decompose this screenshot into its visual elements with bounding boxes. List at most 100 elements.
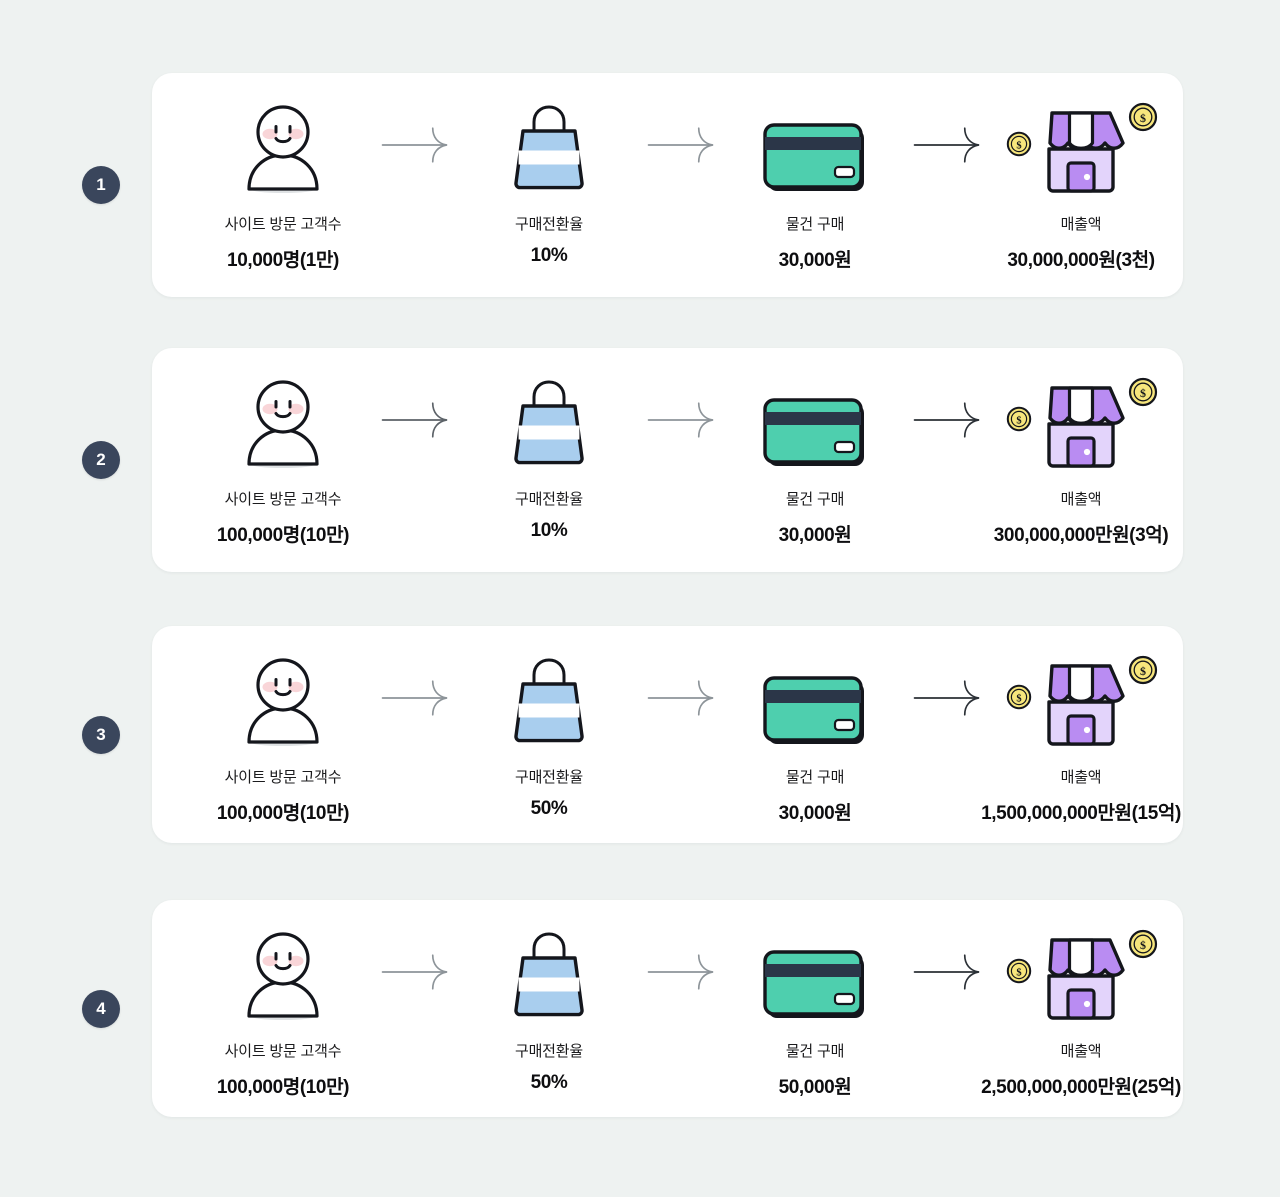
stage-value: 10% [530,245,568,266]
stage-value: 50% [530,798,568,819]
svg-text:$: $ [1016,140,1021,151]
stage-revenue: $ $ [981,922,1181,1099]
stage-label: 매출액 [1060,769,1102,786]
arrow-right-icon [913,370,983,470]
scenario-row: 3 사이트 방문 고객수 [0,626,1280,843]
svg-text:$: $ [1016,415,1021,426]
arrow-right-icon [647,95,717,195]
stage-value: 30,000원 [778,250,852,271]
person-icon [243,922,323,1022]
stage-label: 구매전환율 [514,1043,583,1060]
stage-label: 구매전환율 [514,769,583,786]
stage-label: 매출액 [1060,1043,1102,1060]
shopping-bag-icon [506,370,592,470]
storefront-icon-group: $ $ [1001,648,1161,748]
coin-icon: $ [1128,377,1158,407]
credit-card-icon [761,370,869,470]
step-badge-1: 1 [82,166,120,204]
stage-label: 물건 구매 [785,216,845,233]
coin-icon: $ [1128,929,1158,959]
stage-value: 30,000원 [778,525,852,546]
stage-track: 사이트 방문 고객수 10,000명(1만) [152,73,1183,272]
step-badge-3: 3 [82,715,120,754]
coin-icon: $ [1128,102,1158,132]
stage-label: 사이트 방문 고객수 [224,769,342,786]
stage-value: 50,000원 [778,1077,852,1098]
credit-card-icon [761,922,869,1022]
arrow-right-icon [647,370,717,470]
storefront-icon-group: $ $ [1001,370,1161,470]
stage-label: 구매전환율 [514,216,583,233]
coin-icon: $ [1006,406,1032,432]
svg-text:$: $ [1140,386,1146,400]
stage-revenue: $ $ [983,95,1179,272]
svg-text:$: $ [1140,111,1146,125]
shopping-bag-icon [506,648,592,748]
credit-card-icon [761,648,869,748]
stage-value: 50% [530,1072,568,1093]
stage-revenue: $ $ [981,648,1181,825]
stage-conversion: 구매전환율 10% [451,95,647,267]
shopping-bag-icon [506,95,592,195]
stage-label: 매출액 [1060,216,1102,233]
stage-purchase: 물건 구매 30,000원 [717,95,913,272]
step-badge-4: 4 [82,989,120,1028]
stage-value: 30,000,000원(3천) [1007,250,1155,271]
stage-purchase: 물건 구매 30,000원 [717,370,913,547]
person-icon [243,648,323,748]
stage-label: 구매전환율 [514,491,583,508]
arrow-right-icon [913,922,983,1022]
scenario-row: 4 사이트 방문 고객수 [0,900,1280,1117]
stage-value: 10% [530,520,568,541]
svg-text:$: $ [1016,693,1021,704]
arrow-right-icon [913,648,983,748]
stage-label: 사이트 방문 고객수 [224,491,342,508]
storefront-icon [1047,938,1125,1020]
stage-visitors: 사이트 방문 고객수 100,000명(10만) [185,370,381,547]
funnel-card-3: 사이트 방문 고객수 100,000명(10만) [152,626,1183,843]
person-icon [243,370,323,470]
stage-purchase: 물건 구매 50,000원 [717,922,913,1099]
storefront-icon [1047,111,1125,193]
storefront-icon-group: $ $ [1001,922,1161,1022]
arrow-right-icon [913,95,983,195]
coin-icon: $ [1006,131,1032,157]
stage-value: 100,000명(10만) [216,803,350,824]
stage-label: 사이트 방문 고객수 [224,1043,342,1060]
scenario-row: 2 사이트 방문 고객수 [0,348,1280,572]
stage-label: 물건 구매 [785,769,845,786]
stage-visitors: 사이트 방문 고객수 10,000명(1만) [185,95,381,272]
arrow-right-icon [381,370,451,470]
storefront-icon [1047,664,1125,746]
svg-text:$: $ [1140,938,1146,952]
person-icon [243,95,323,195]
storefront-icon-group: $ $ [1001,95,1161,195]
svg-text:$: $ [1140,664,1146,678]
funnel-card-2: 사이트 방문 고객수 100,000명(10만) [152,348,1183,572]
arrow-right-icon [381,648,451,748]
arrow-right-icon [381,95,451,195]
stage-visitors: 사이트 방문 고객수 100,000명(10만) [185,922,381,1099]
credit-card-icon [761,95,869,195]
scenario-row: 1 사이트 방문 고객수 [0,73,1280,297]
coin-icon: $ [1006,684,1032,710]
stage-conversion: 구매전환율 10% [451,370,647,542]
stage-value: 30,000원 [778,803,852,824]
stage-label: 매출액 [1060,491,1102,508]
funnel-card-4: 사이트 방문 고객수 100,000명(10만) [152,900,1183,1117]
stage-label: 물건 구매 [785,491,845,508]
stage-value: 100,000명(10만) [216,525,350,546]
stage-conversion: 구매전환율 50% [451,922,647,1094]
stage-value: 10,000명(1만) [227,250,339,271]
svg-text:$: $ [1016,967,1021,978]
arrow-right-icon [647,648,717,748]
stage-visitors: 사이트 방문 고객수 100,000명(10만) [185,648,381,825]
storefront-icon [1047,386,1125,468]
funnel-card-1: 사이트 방문 고객수 10,000명(1만) [152,73,1183,297]
stage-value: 100,000명(10만) [216,1077,350,1098]
arrow-right-icon [647,922,717,1022]
stage-value: 1,500,000,000만원(15억) [981,803,1181,824]
stage-revenue: $ $ [983,370,1179,547]
stage-label: 사이트 방문 고객수 [224,216,342,233]
